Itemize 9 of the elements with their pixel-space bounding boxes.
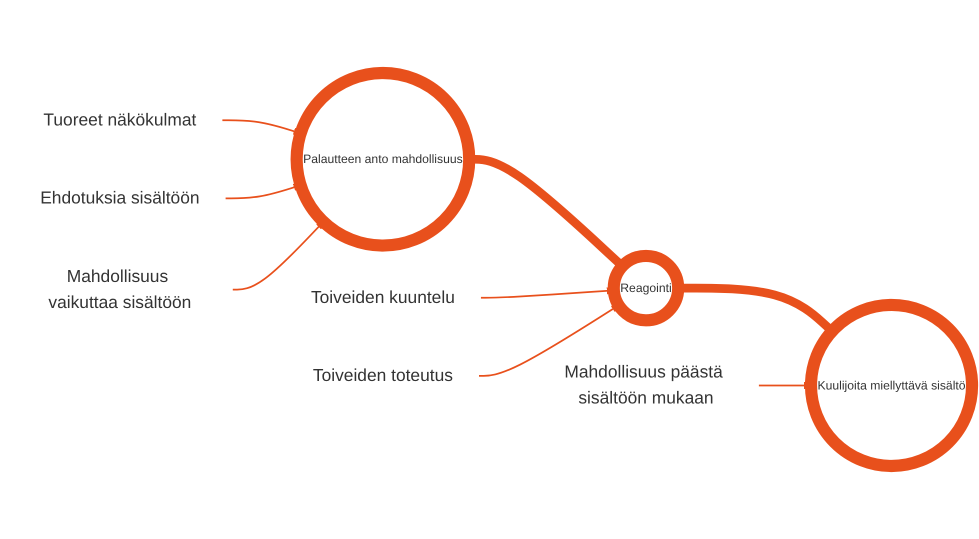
node-text: Ehdotuksia sisältöön — [40, 188, 200, 208]
node-circle: Reagointi — [608, 250, 684, 326]
node-text: Tuoreet näkökulmat — [43, 110, 196, 130]
node-text: Toiveiden kuuntelu — [310, 288, 455, 308]
node-circle: Kuulijoita miellyttävä sisältö — [804, 298, 978, 472]
node-circle: Palautteen anto mahdollisuus — [290, 66, 476, 252]
node-text: Mahdollisuus päästä sisältöön mukaan — [564, 362, 723, 408]
node-text: Toiveiden toteutus — [312, 366, 453, 386]
node-text: Mahdollisuus vaikuttaa sisältöön — [48, 267, 192, 312]
